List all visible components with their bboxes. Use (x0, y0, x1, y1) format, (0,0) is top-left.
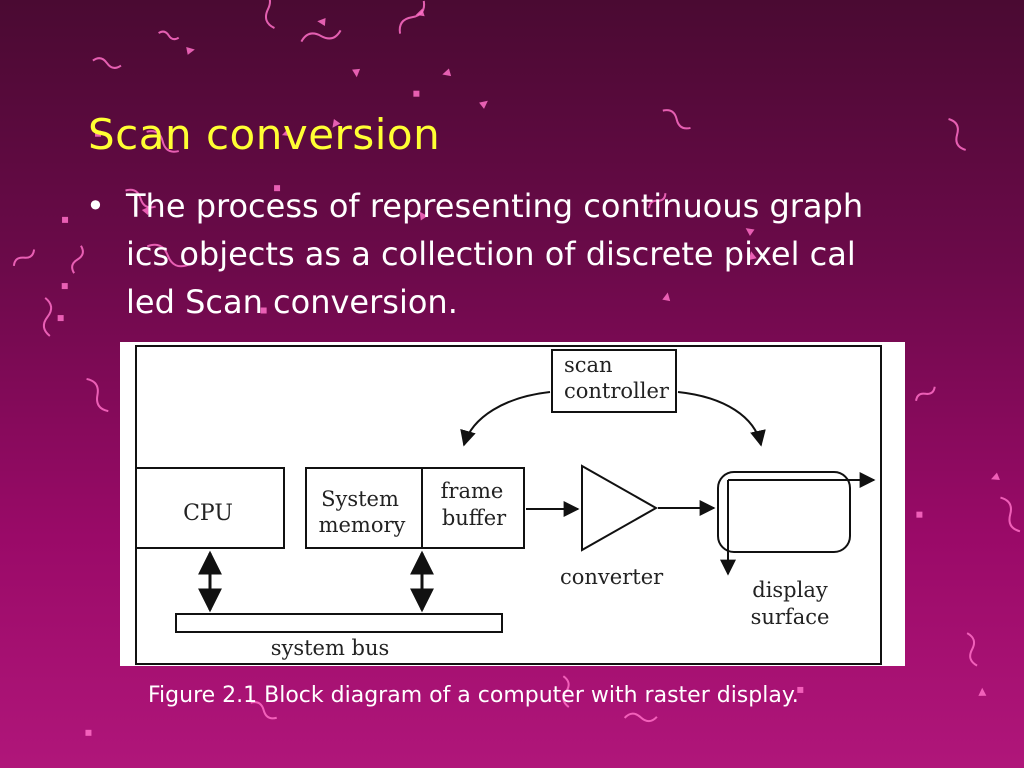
confetti-squiggle (261, 0, 275, 29)
confetti-triangle (317, 18, 326, 26)
confetti-squiggle (300, 29, 342, 43)
figure-caption: Figure 2.1 Block diagram of a computer w… (148, 683, 799, 708)
system-bus-label: system bus (271, 636, 390, 660)
bullet-marker: • (86, 187, 105, 225)
scan-controller-label-line2: controller (564, 379, 670, 403)
confetti-triangle (479, 100, 488, 109)
confetti-triangle (186, 47, 195, 55)
confetti-triangle (991, 472, 1000, 481)
frame-buffer-box (421, 467, 525, 549)
arrow-scan-to-buffer (460, 391, 551, 447)
confetti-square (95, 130, 102, 137)
slide-title: Scan conversion (88, 110, 441, 159)
confetti-square (62, 216, 69, 223)
confetti-squiggle (86, 377, 109, 413)
converter-label: converter (560, 565, 664, 589)
frame-buffer-label-line2: buffer (442, 506, 507, 530)
confetti-square (274, 185, 281, 192)
system-memory-label-line2: memory (319, 513, 406, 537)
confetti-triangle (419, 211, 428, 221)
confetti-squiggle (42, 297, 53, 337)
confetti-squiggle (562, 675, 570, 708)
confetti-triangle (748, 251, 757, 260)
confetti-squiggle (1000, 496, 1021, 533)
confetti-square (916, 511, 923, 518)
confetti-square (413, 90, 420, 97)
confetti-squiggle (92, 57, 122, 69)
confetti-triangle (352, 68, 361, 78)
scan-controller-label-line1: scan (564, 353, 613, 377)
confetti-squiggle (915, 386, 936, 402)
confetti-triangle (141, 206, 150, 216)
confetti-squiggle (146, 243, 189, 268)
system-memory-label-line1: System (321, 487, 399, 511)
block-diagram: CPU System memory frame buffer scan cont… (120, 342, 905, 666)
display-surface-label-line1: display (752, 578, 828, 602)
system-memory-box (305, 467, 423, 549)
confetti-squiggle (623, 712, 658, 723)
bullet-line-2: ics objects as a collection of discrete … (126, 235, 856, 273)
arrow-scan-to-display (677, 391, 766, 447)
confetti-triangle (332, 118, 341, 128)
display-surface (717, 471, 851, 553)
confetti-squiggle (948, 118, 967, 151)
converter-triangle (581, 464, 659, 552)
confetti-square (260, 307, 267, 314)
confetti-square (797, 686, 804, 693)
confetti-squiggle (158, 30, 180, 41)
confetti-squiggle (146, 130, 180, 153)
confetti-squiggle (398, 0, 426, 34)
display-surface-label-line2: surface (751, 605, 830, 629)
cpu-box (135, 467, 285, 549)
confetti-square (61, 283, 68, 290)
cpu-label: CPU (183, 501, 233, 526)
bullet-line-1: The process of representing continuous g… (126, 187, 864, 225)
bullet-line-3: led Scan conversion. (126, 283, 458, 321)
confetti-squiggle (662, 109, 691, 130)
confetti-square (57, 315, 64, 322)
confetti-triangle (662, 292, 671, 302)
confetti-squiggle (966, 632, 978, 667)
confetti-triangle (442, 68, 452, 77)
confetti-squiggle (71, 245, 84, 274)
confetti-squiggle (12, 249, 36, 267)
confetti-squiggle (648, 193, 667, 209)
bullet-text: The process of representing continuous g… (126, 182, 863, 326)
confetti-squiggle (250, 701, 277, 720)
frame-buffer-label-line1: frame (441, 479, 504, 503)
confetti-triangle (745, 228, 755, 237)
confetti-triangle (978, 687, 987, 696)
system-bus-bar (175, 613, 503, 633)
scan-controller-box (551, 349, 677, 413)
confetti-triangle (281, 128, 291, 137)
confetti-square (85, 729, 92, 736)
